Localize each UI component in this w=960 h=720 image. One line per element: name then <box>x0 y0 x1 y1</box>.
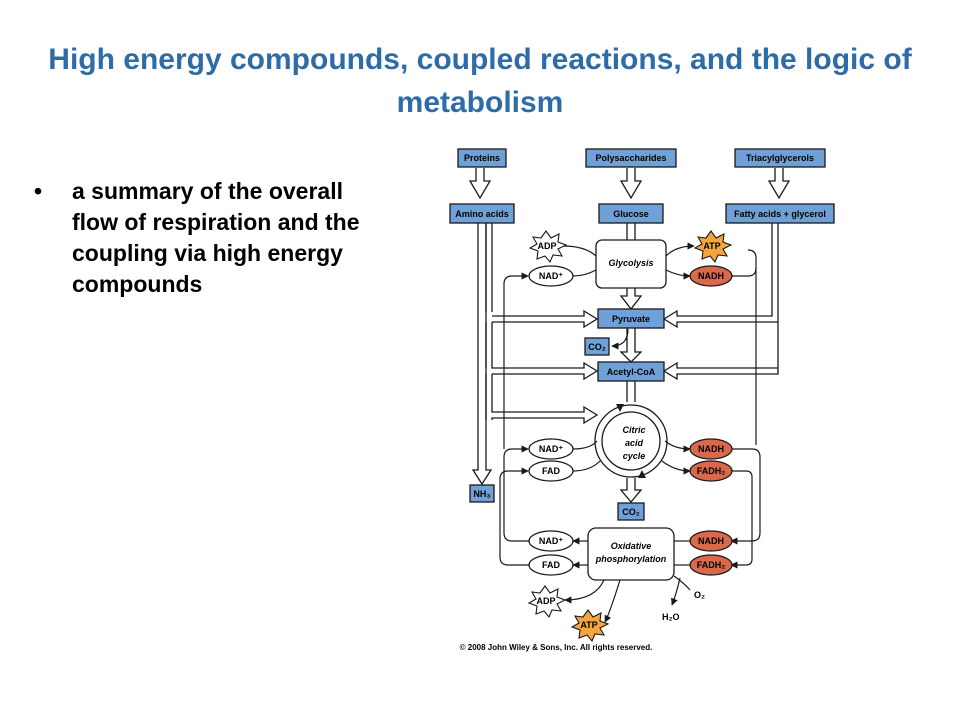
pipe-amino-to-nh3 <box>471 223 493 486</box>
cycle-label-3: cycle <box>623 451 646 461</box>
pipe-amino-to-pyruvate <box>492 309 599 329</box>
nadh-glycolysis: NADH <box>698 271 724 281</box>
slide-title: High energy compounds, coupled reactions… <box>48 43 912 119</box>
cycle-label-1: Citric <box>622 425 645 435</box>
cycle-label-2: acid <box>625 438 644 448</box>
atp-glycolysis-burst <box>693 230 733 264</box>
pipe-acetyl-to-cycle <box>626 381 636 402</box>
box-acetyl-coa: Acetyl-CoA <box>607 367 656 377</box>
bullet-list: • a summary of the overall flow of respir… <box>30 176 390 300</box>
bullet-marker: • <box>34 178 43 204</box>
box-pyruvate: Pyruvate <box>612 314 650 324</box>
pipe-amino-to-acetyl <box>485 322 599 381</box>
box-proteins: Proteins <box>464 153 500 163</box>
pipe-amino-branches-outer <box>485 223 493 312</box>
box-nh3: NH₃ <box>473 489 490 499</box>
compound-boxes: Proteins Polysaccharides Triacylglycerol… <box>449 148 835 521</box>
pipe-arrows <box>468 168 791 504</box>
fad-oxphos: FAD <box>542 560 561 570</box>
nad-oxphos: NAD⁺ <box>539 536 563 546</box>
glycolysis-process: Glycolysis <box>595 239 667 289</box>
cofactors: ADP ATP NAD⁺ NADH NAD⁺ FAD NADH FADH₂ NA… <box>527 230 733 643</box>
nad-cycle: NAD⁺ <box>539 444 563 454</box>
fad-cycle: FAD <box>542 466 561 476</box>
adp-oxphos-label: ADP <box>536 596 555 606</box>
fadh2-cycle: FADH₂ <box>697 466 726 476</box>
glycolysis-label: Glycolysis <box>608 258 653 268</box>
co2-release-curve <box>611 328 629 350</box>
pipe-cycle-to-co2 <box>619 478 643 504</box>
oxphos-label-1: Oxidative <box>611 541 652 551</box>
box-co2-pyruvate: CO₂ <box>588 342 606 352</box>
pipe-amino-to-cycle <box>485 374 599 425</box>
nadh-oxphos: NADH <box>698 536 724 546</box>
arrow-proteins-down <box>468 168 492 200</box>
bullet-item: • a summary of the overall flow of respir… <box>30 176 390 300</box>
adp-glycolysis-burst <box>528 230 568 264</box>
oxphos-label-2: phosphorylation <box>595 554 667 564</box>
box-fatty-acids: Fatty acids + glycerol <box>734 209 826 219</box>
nad-glycolysis: NAD⁺ <box>539 271 563 281</box>
oxidative-phosphorylation-process: Oxidative phosphorylation <box>587 527 675 581</box>
copyright-notice: © 2008 John Wiley & Sons, Inc. All right… <box>460 643 653 652</box>
atp-oxphos-label: ATP <box>580 620 597 630</box>
fadh2-oxphos: FADH₂ <box>697 560 726 570</box>
box-polysaccharides: Polysaccharides <box>595 153 666 163</box>
adp-oxphos-burst <box>527 585 567 619</box>
bullet-text: a summary of the overall flow of respira… <box>72 178 360 297</box>
box-co2-cycle: CO₂ <box>622 507 640 517</box>
box-triacylglycerols: Triacylglycerols <box>746 153 814 163</box>
h2o-label: H₂O <box>662 612 680 622</box>
o2-label: O₂ <box>694 590 705 600</box>
atp-glycolysis-label: ATP <box>703 241 720 251</box>
cofactor-flow-lines <box>499 242 761 623</box>
pipe-pyruvate-to-acetyl <box>619 328 643 363</box>
citric-acid-cycle: Citric acid cycle <box>594 404 668 478</box>
nadh-cycle: NADH <box>698 444 724 454</box>
box-glucose: Glucose <box>613 209 649 219</box>
atp-oxphos-burst <box>570 609 610 643</box>
box-amino-acids: Amino acids <box>455 209 509 219</box>
arrow-triacylglycerols-down <box>767 168 791 200</box>
adp-glycolysis-label: ADP <box>537 241 556 251</box>
arrow-polysaccharides-down <box>619 168 643 200</box>
